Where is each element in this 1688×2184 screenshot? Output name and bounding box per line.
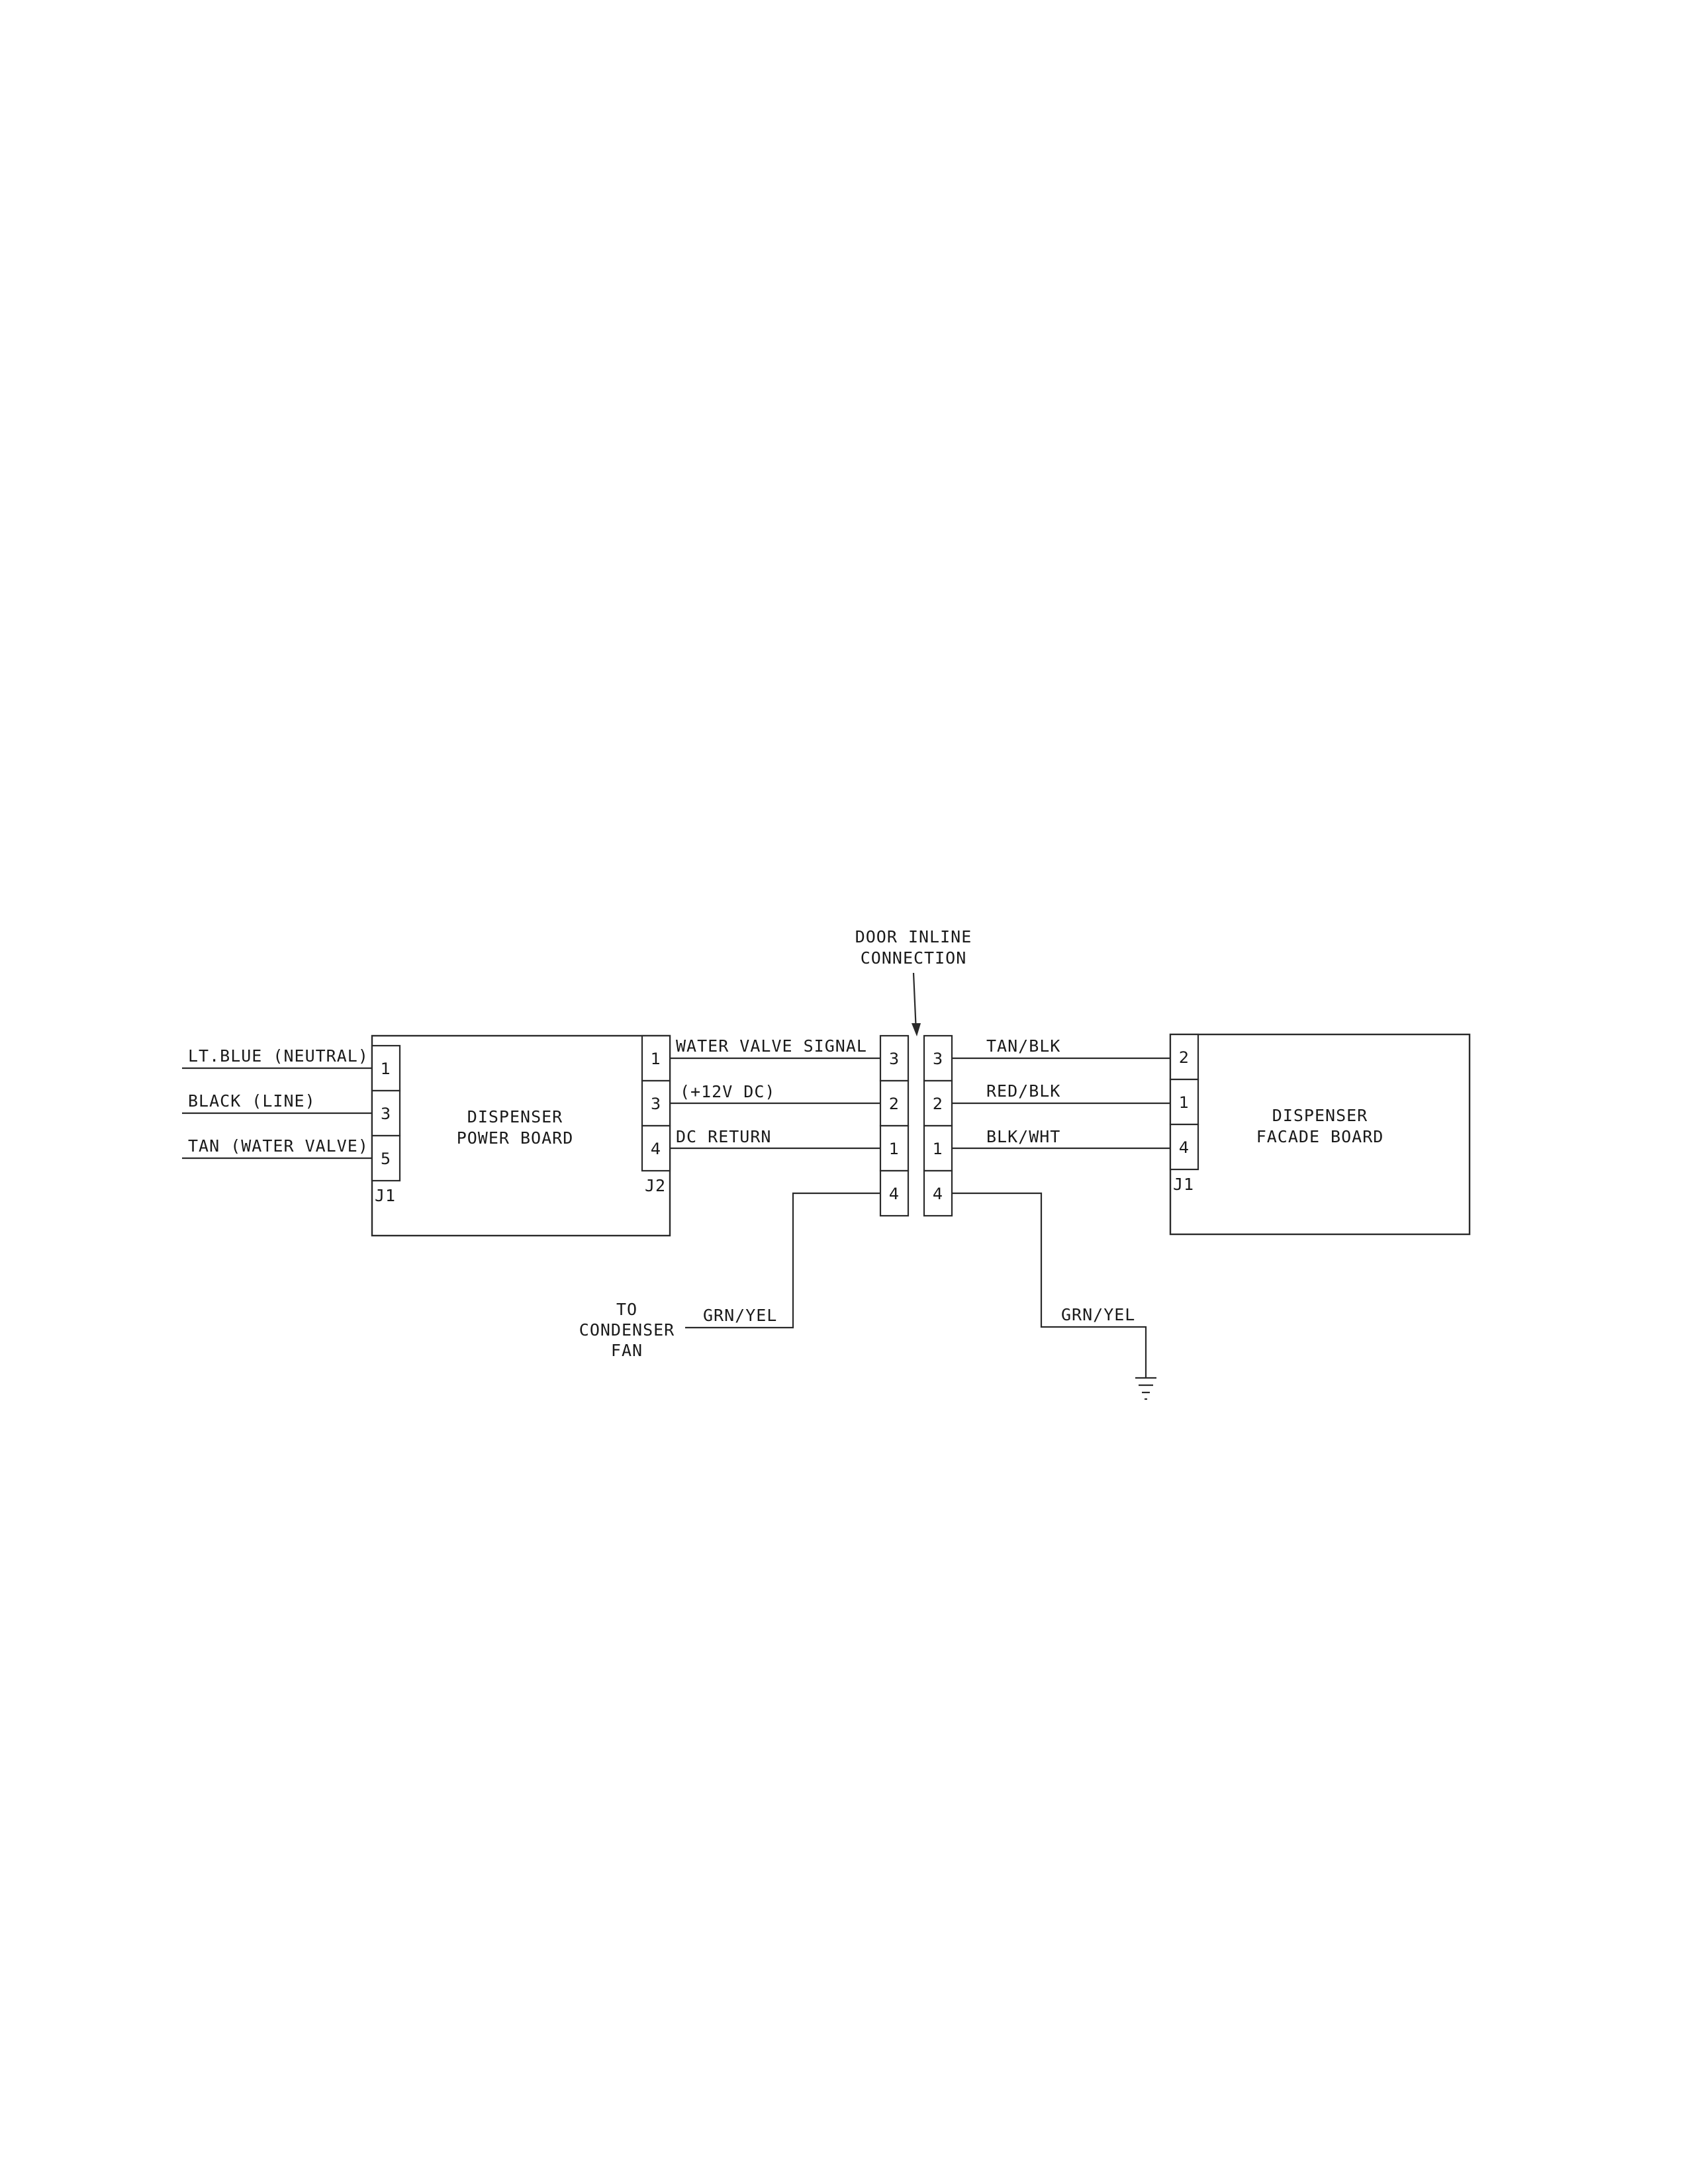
condenser-fan-label: TO CONDENSER FAN (579, 1300, 675, 1360)
pin-box (1169, 1123, 1199, 1171)
power-j2-pin-4: 4 (651, 1140, 661, 1158)
power-board-name-line2: POWER BOARD (457, 1128, 574, 1148)
facade-j1-label: J1 (1173, 1175, 1194, 1194)
inline-right-pin-2: 2 (933, 1095, 943, 1113)
inline-left-pin-2: 2 (889, 1095, 900, 1113)
right-ground-wire: GRN/YEL (952, 1192, 1147, 1378)
pin-box (641, 1034, 671, 1082)
left-ground-wire: GRN/YEL (685, 1192, 880, 1329)
inline-to-facade-wires: TAN/BLK RED/BLK BLK/WHT (952, 1036, 1170, 1150)
inline-connector-left-half: 3 2 1 4 (879, 1034, 910, 1217)
input-wires: LT.BLUE (NEUTRAL) BLACK (LINE) TAN (WATE… (182, 1046, 372, 1160)
wire-label-red-blk: RED/BLK (986, 1081, 1060, 1101)
condenser-fan-line2: CONDENSER (579, 1320, 675, 1340)
power-board-name-line1: DISPENSER (467, 1107, 563, 1126)
wire-label-black-line: BLACK (LINE) (188, 1091, 316, 1111)
inline-pointer-arrow (912, 972, 921, 1036)
wire-label-tan-water-valve: TAN (WATER VALVE) (188, 1136, 369, 1156)
power-j1-pin-3: 3 (381, 1105, 391, 1123)
wire-label-blk-wht: BLK/WHT (986, 1127, 1060, 1146)
inline-left-pin-4: 4 (889, 1185, 900, 1203)
power-j2-pin-1: 1 (651, 1050, 661, 1068)
power-j2-label: J2 (645, 1176, 666, 1195)
power-j1-pin-1: 1 (381, 1060, 391, 1078)
pin-box (923, 1124, 953, 1172)
pin-box (879, 1169, 910, 1217)
inline-connector-right-half: 3 2 1 4 (923, 1034, 953, 1217)
power-j1-label: J1 (375, 1186, 396, 1205)
wire-label-lt-blue-neutral: LT.BLUE (NEUTRAL) (188, 1046, 369, 1066)
facade-j1-pin-2: 2 (1179, 1048, 1190, 1067)
power-board-j2-connector: 1 3 4 J2 (641, 1034, 671, 1195)
inline-left-pin-3: 3 (889, 1050, 900, 1068)
power-j1-pin-5: 5 (381, 1150, 391, 1168)
inline-left-pin-1: 1 (889, 1140, 900, 1158)
pin-box (879, 1034, 910, 1082)
wire-label-12v-dc: (+12V DC) (680, 1082, 775, 1101)
wire-label-dc-return: DC RETURN (676, 1127, 771, 1146)
inline-label-line2: CONNECTION (861, 948, 967, 968)
facade-board-name-line2: FACADE BOARD (1256, 1127, 1384, 1146)
pin-box (1169, 1078, 1199, 1126)
condenser-fan-line3: FAN (611, 1341, 643, 1360)
facade-board-name-line1: DISPENSER (1272, 1106, 1368, 1125)
door-inline-connection-label: DOOR INLINE CONNECTION (855, 927, 972, 968)
facade-board-j1-connector: 2 1 4 J1 (1169, 1033, 1199, 1194)
inline-right-pin-3: 3 (933, 1050, 943, 1068)
inline-right-pin-4: 4 (933, 1185, 943, 1203)
wire-label-grn-yel-right: GRN/YEL (1061, 1305, 1135, 1324)
ground-symbol-icon (1135, 1377, 1156, 1400)
pin-box (641, 1124, 671, 1172)
power-j2-pin-3: 3 (651, 1095, 661, 1113)
wire-label-tan-blk: TAN/BLK (986, 1036, 1060, 1056)
facade-j1-pin-1: 1 (1179, 1093, 1190, 1112)
wire-label-water-valve-signal: WATER VALVE SIGNAL (676, 1036, 867, 1056)
inline-right-pin-1: 1 (933, 1140, 943, 1158)
power-board-j1-connector: 1 3 5 J1 (371, 1044, 401, 1205)
power-to-inline-wires: WATER VALVE SIGNAL (+12V DC) DC RETURN (670, 1036, 880, 1150)
inline-label-line1: DOOR INLINE (855, 927, 972, 946)
wire-label-grn-yel-left: GRN/YEL (703, 1306, 777, 1325)
facade-j1-pin-4: 4 (1179, 1138, 1190, 1157)
condenser-fan-line1: TO (616, 1300, 637, 1319)
pin-box (371, 1134, 401, 1182)
pin-box (923, 1169, 953, 1217)
